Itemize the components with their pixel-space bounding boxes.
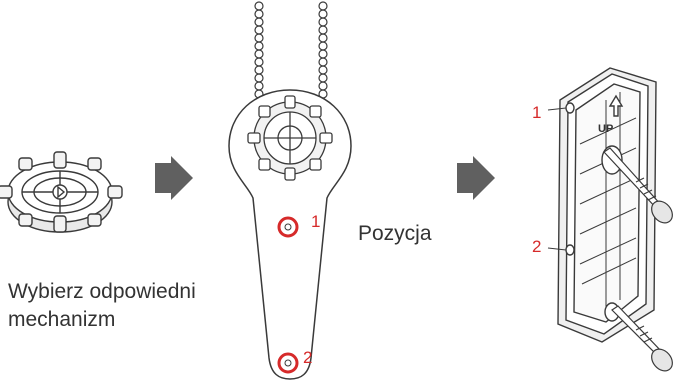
position-marker-2: 2: [303, 348, 313, 367]
gear-mechanism-icon: [0, 151, 123, 233]
bracket-marker-2: 2: [532, 237, 542, 256]
chain-icon: [254, 1, 328, 99]
position-marker-1: 1: [311, 212, 321, 231]
screw-icon: [603, 147, 673, 224]
bracket-marker-1: 1: [532, 103, 542, 122]
arrow-right-icon: [155, 156, 193, 200]
caption-line-2: mechanizm: [8, 308, 116, 331]
position-label: Pozycja: [358, 222, 432, 245]
select-mechanism-caption: Wybierz odpowiedni mechanizm: [8, 278, 196, 334]
mounting-bracket-icon: [547, 67, 673, 372]
control-panel-outline: [228, 89, 352, 380]
caption-line-1: Wybierz odpowiedni: [8, 280, 196, 303]
arrow-right-icon-2: [457, 156, 495, 200]
up-label: UP: [598, 123, 614, 135]
